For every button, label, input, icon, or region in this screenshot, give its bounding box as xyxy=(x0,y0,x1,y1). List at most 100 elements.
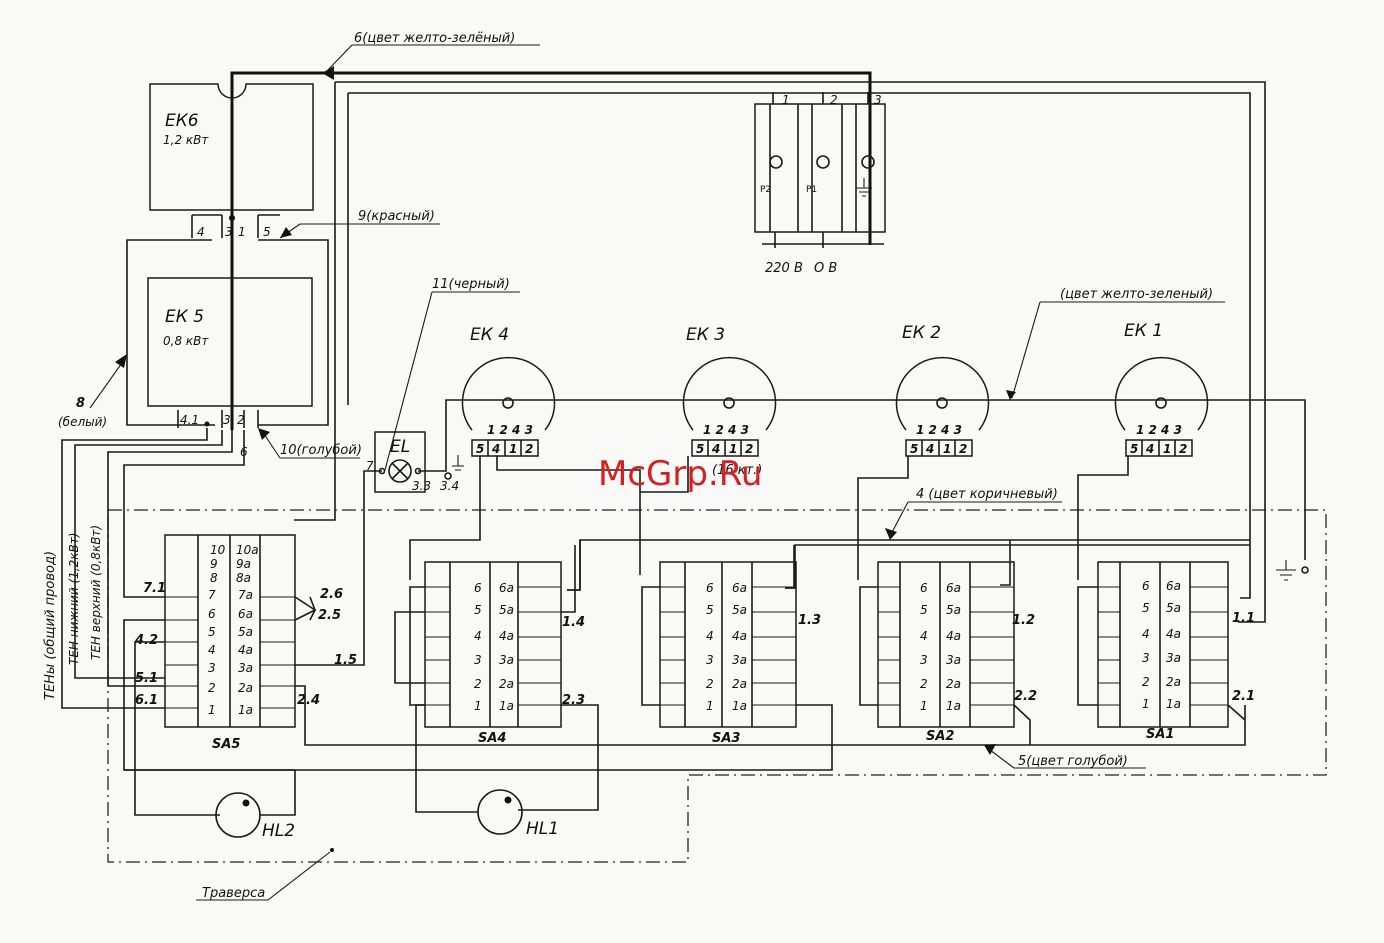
terminal-pin-3: 3 xyxy=(874,93,882,107)
terminal-slot-p1: P1 xyxy=(806,185,817,195)
ek2-pin-row: 1 2 4 3 xyxy=(916,423,962,437)
w4-leader xyxy=(889,501,909,537)
ek6-power: 1,2 кВт xyxy=(163,133,209,147)
side-label-common: ТЕНы (общий провод) xyxy=(43,551,58,700)
svg-text:1: 1 xyxy=(474,699,482,713)
svg-text:4: 4 xyxy=(1145,442,1154,456)
svg-text:5: 5 xyxy=(474,603,482,617)
hl1-name: HL1 xyxy=(526,819,559,839)
right-ground-symbol xyxy=(1276,560,1296,581)
el-lamp-cross xyxy=(391,462,409,480)
svg-text:2a: 2a xyxy=(946,677,961,691)
sa5-label-15: 1.5 xyxy=(334,653,357,668)
svg-text:5: 5 xyxy=(696,442,704,456)
sa2-label-12: 1.2 xyxy=(1012,613,1035,628)
svg-text:6: 6 xyxy=(920,581,928,595)
svg-text:2: 2 xyxy=(1179,442,1187,456)
sa5-label-25: 2.5 xyxy=(318,608,341,623)
svg-text:5a: 5a xyxy=(732,603,747,617)
yg-arrow xyxy=(1006,390,1016,400)
svg-text:4a: 4a xyxy=(732,629,747,643)
svg-text:2: 2 xyxy=(525,442,533,456)
svg-text:1: 1 xyxy=(706,699,714,713)
sa2-name: SA2 xyxy=(926,729,954,744)
supply-voltage-label: 220 В xyxy=(765,261,803,276)
terminal-pin-1: 1 xyxy=(782,93,790,107)
hl2-name: HL2 xyxy=(262,821,295,841)
wire-10-label: 10(голубой) xyxy=(280,443,362,458)
svg-text:3a: 3a xyxy=(946,653,961,667)
svg-text:1: 1 xyxy=(1163,442,1171,456)
el-name: EL xyxy=(390,437,410,457)
sa5-pin-5: 5 xyxy=(208,625,216,639)
svg-text:4a: 4a xyxy=(1166,627,1181,641)
sa5-pin-7a: 7a xyxy=(238,588,253,602)
svg-text:1a: 1a xyxy=(732,699,747,713)
svg-text:1a: 1a xyxy=(499,699,514,713)
sa5-name: SA5 xyxy=(212,737,240,752)
hl1-indicator xyxy=(415,704,523,835)
sa1-switch xyxy=(1077,561,1246,728)
traverse-boundary xyxy=(107,509,1327,863)
sa5-label-71: 7.1 xyxy=(143,581,166,596)
svg-text:1: 1 xyxy=(509,442,517,456)
sa5-pin-8: 8 xyxy=(210,571,218,585)
sa5-pin-10a: 10a xyxy=(236,543,259,557)
sa5-pin-6a: 6a xyxy=(238,607,253,621)
w11-leader xyxy=(384,291,433,471)
sa5-pin-1: 1 xyxy=(208,703,216,717)
ek2-terminals: 5 4 1 2 xyxy=(910,440,967,456)
ek3-name: ЕК 3 xyxy=(686,325,725,345)
sa4-label-14: 1.4 xyxy=(562,615,585,630)
sa3-switch xyxy=(124,561,833,771)
ek4-pin-row: 1 2 4 3 xyxy=(487,423,533,437)
svg-text:1a: 1a xyxy=(946,699,961,713)
ek4-name: ЕК 4 xyxy=(470,325,509,345)
w6-arrow xyxy=(322,66,334,80)
sa1-label-21: 2.1 xyxy=(1232,689,1255,704)
ek1-name: ЕК 1 xyxy=(1124,321,1163,341)
sa5-pin-5a: 5a xyxy=(238,625,253,639)
el-pin-34: 3.4 xyxy=(440,479,459,493)
wire-6-label: 6(цвет желто-зелёный) xyxy=(354,31,515,46)
yg-leader xyxy=(1011,301,1041,399)
ek5-pin-2: 2 xyxy=(237,413,245,427)
sa2-pins: 6 5 4 3 2 1 6a 5a 4a 3a 2a 1a xyxy=(920,581,961,713)
ek6-heater xyxy=(149,83,314,238)
ek4-terminals: 5 4 1 2 xyxy=(476,440,533,456)
svg-text:2: 2 xyxy=(745,442,753,456)
svg-text:5a: 5a xyxy=(499,603,514,617)
w8-leader xyxy=(89,359,125,409)
svg-text:2: 2 xyxy=(959,442,967,456)
traverse-dot xyxy=(330,848,334,852)
el-pin-7: 7 xyxy=(366,459,374,473)
w8-arrow xyxy=(115,354,127,368)
sa5-label-61: 6.1 xyxy=(135,693,158,708)
svg-text:2a: 2a xyxy=(1166,675,1181,689)
traverse-label: Траверса xyxy=(202,886,265,901)
svg-text:6a: 6a xyxy=(946,581,961,595)
sa3-name: SA3 xyxy=(712,731,740,746)
ek5-heater xyxy=(147,277,313,428)
wire-4-label: 4 (цвет коричневый) xyxy=(916,487,1058,502)
ek-enclosure-wire xyxy=(126,239,329,426)
svg-text:5: 5 xyxy=(910,442,918,456)
svg-text:3: 3 xyxy=(1142,651,1150,665)
terminal-block xyxy=(754,92,886,248)
svg-text:4: 4 xyxy=(925,442,934,456)
svg-text:6a: 6a xyxy=(499,581,514,595)
sa5-pin-2: 2 xyxy=(208,681,216,695)
ek3-pin-row: 1 2 4 3 xyxy=(703,423,749,437)
wire-5-label: 5(цвет голубой) xyxy=(1018,754,1128,769)
svg-text:3a: 3a xyxy=(732,653,747,667)
earth-bus-top xyxy=(230,71,872,245)
svg-text:2: 2 xyxy=(1142,675,1150,689)
svg-text:4: 4 xyxy=(920,629,928,643)
terminal-pin-2: 2 xyxy=(830,93,838,107)
ek1-pin-row: 1 2 4 3 xyxy=(1136,423,1182,437)
ek1-terminals: 5 4 1 2 xyxy=(1130,440,1187,456)
ek5-pin-41: 4.1 xyxy=(180,413,199,427)
svg-text:5: 5 xyxy=(1142,601,1150,615)
supply-wire-left-a xyxy=(294,82,336,521)
brown-bus xyxy=(567,539,1250,591)
